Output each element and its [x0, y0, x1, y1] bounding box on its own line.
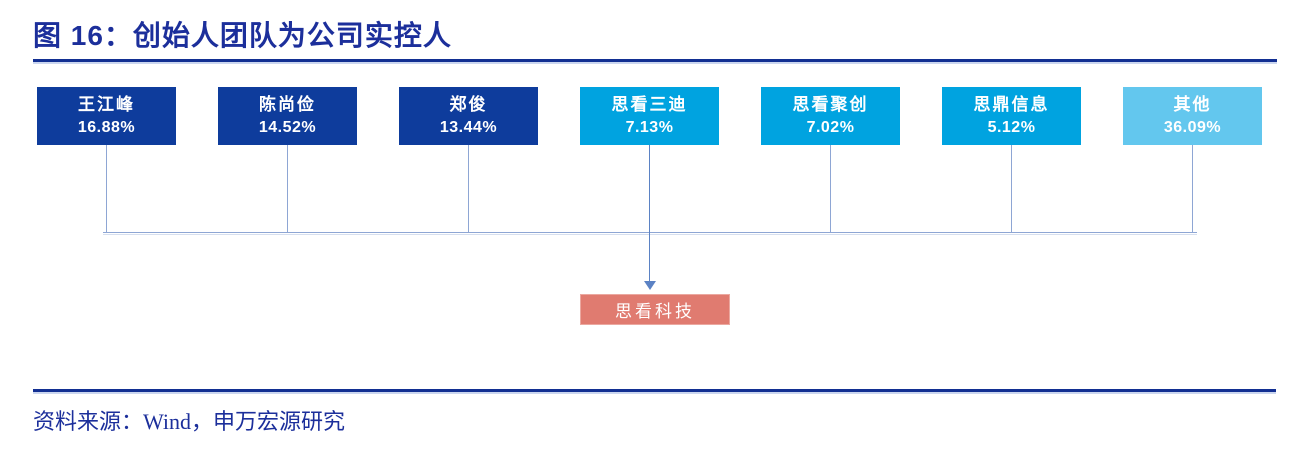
down-arrow-icon — [644, 281, 656, 290]
footer-divider — [33, 389, 1276, 392]
shareholder-name: 陈尚俭 — [259, 94, 316, 114]
shareholder-percentage: 7.02% — [806, 118, 855, 136]
down-arrow-line — [649, 145, 650, 282]
shareholder-percentage: 5.12% — [987, 118, 1036, 136]
figure-title: 图 16：创始人团队为公司实控人 — [33, 20, 452, 51]
shareholder-percentage: 36.09% — [1163, 118, 1222, 136]
connector-line — [830, 145, 831, 233]
source-text: 资料来源：Wind，申万宏源研究 — [33, 409, 345, 434]
connector-line — [468, 145, 469, 233]
shareholder-name: 王江峰 — [78, 94, 135, 114]
connector-line — [1192, 145, 1193, 233]
shareholder-box-zhengjun: 郑俊 13.44% — [399, 87, 538, 145]
shareholder-box-sidingxinxi: 思鼎信息 5.12% — [942, 87, 1081, 145]
title-divider — [33, 59, 1277, 62]
company-box: 思看科技 — [580, 294, 730, 325]
shareholder-percentage: 16.88% — [77, 118, 136, 136]
shareholder-name: 思看三迪 — [611, 94, 688, 114]
shareholder-box-other: 其他 36.09% — [1123, 87, 1262, 145]
shareholder-box-sikansandi: 思看三迪 7.13% — [580, 87, 719, 145]
shareholder-name: 其他 — [1173, 94, 1212, 114]
shareholder-percentage: 13.44% — [439, 118, 498, 136]
connector-line — [1011, 145, 1012, 233]
shareholder-percentage: 14.52% — [258, 118, 317, 136]
connector-line — [287, 145, 288, 233]
connector-bus-line — [103, 232, 1197, 233]
connector-line — [106, 145, 107, 233]
company-name: 思看科技 — [615, 302, 695, 321]
shareholder-name: 思鼎信息 — [973, 94, 1050, 114]
shareholder-percentage: 7.13% — [625, 118, 674, 136]
shareholder-name: 郑俊 — [449, 94, 488, 114]
shareholder-box-wangjiangfeng: 王江峰 16.88% — [37, 87, 176, 145]
shareholder-name: 思看聚创 — [792, 94, 869, 114]
shareholder-box-chenshangjian: 陈尚俭 14.52% — [218, 87, 357, 145]
shareholder-box-sikanjuchuang: 思看聚创 7.02% — [761, 87, 900, 145]
